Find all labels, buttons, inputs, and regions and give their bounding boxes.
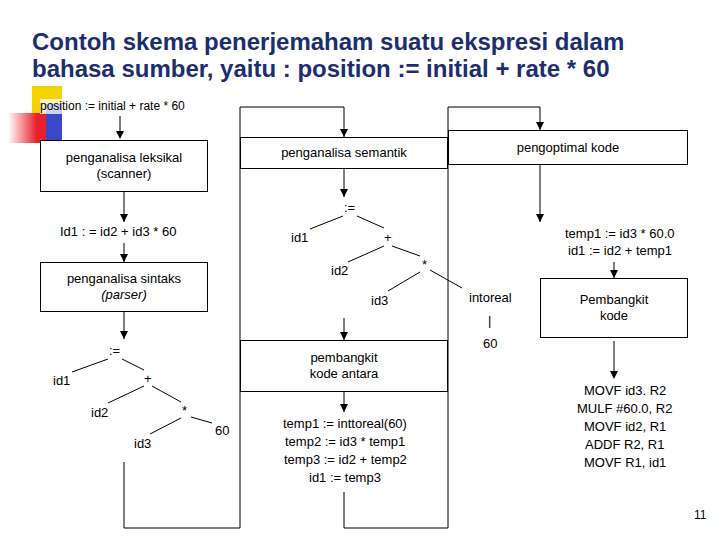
process-box: penganalisa leksikal (scanner) xyxy=(40,140,208,192)
process-box: penganalisa sintaks(parser) xyxy=(40,262,208,312)
code-line: ADDF R2, R1 xyxy=(585,437,664,452)
tree-line xyxy=(348,246,384,262)
box-text: penganalisa leksikal (scanner) xyxy=(47,150,201,181)
code-line: id1 := id2 + temp1 xyxy=(568,243,672,258)
code-line: temp2 := id3 * temp1 xyxy=(285,434,405,449)
tree-label: + xyxy=(384,230,392,245)
tree-label: | xyxy=(488,313,491,328)
tree-label: * xyxy=(422,257,427,272)
tree-label: intoreal xyxy=(469,290,512,305)
tree-label: := xyxy=(344,200,355,215)
tree-label: + xyxy=(144,371,152,386)
tree-line xyxy=(310,216,343,229)
box-text: pengoptimal kode xyxy=(517,140,620,156)
tree-label: 60 xyxy=(483,336,497,351)
code-line: MOVF R1, id1 xyxy=(584,455,666,470)
process-box: pembangkit kode antara xyxy=(240,340,448,392)
flow-connector xyxy=(536,165,618,278)
code-line: temp3 := id2 + temp2 xyxy=(284,452,407,467)
code-line: MULF #60.0, R2 xyxy=(577,401,672,416)
flow-arrow xyxy=(614,341,615,372)
tree-line xyxy=(430,270,462,288)
box-text: penganalisa semantik xyxy=(281,145,407,161)
tree-label: id3 xyxy=(371,293,388,308)
box-text: pembangkit kode antara xyxy=(299,350,389,381)
code-line: temp1 := inttoreal(60) xyxy=(283,416,407,431)
box-text: Pembangkit kode xyxy=(572,292,657,323)
code-line: MOVF id3. R2 xyxy=(584,383,666,398)
tree-line xyxy=(357,216,384,228)
slide-title: Contoh skema penerjemaham suatu ekspresi… xyxy=(32,28,657,82)
process-box: Pembangkit kode xyxy=(540,278,688,338)
page-number: 11 xyxy=(694,508,706,523)
process-box: pengoptimal kode xyxy=(448,130,688,165)
tree-line xyxy=(72,359,108,372)
tree-line xyxy=(152,386,181,402)
code-line: temp1 := id3 * 60.0 xyxy=(565,226,675,241)
box-text: (parser) xyxy=(101,287,147,303)
code-line: MOVF id2, R1 xyxy=(584,419,666,434)
tree-label: * xyxy=(182,403,187,418)
arrow-head xyxy=(610,371,618,379)
tree-label: 60 xyxy=(215,423,229,438)
box-text: penganalisa sintaks xyxy=(67,271,181,287)
tree-line xyxy=(108,386,144,403)
tree-label: := xyxy=(109,343,120,358)
process-box: penganalisa semantik xyxy=(240,137,448,169)
source-expression: position := initial + rate * 60 xyxy=(40,99,185,114)
tree-line xyxy=(191,417,212,423)
tree-line xyxy=(150,418,181,434)
tree-label: id1 xyxy=(291,230,308,245)
tree-label: id1 xyxy=(53,373,70,388)
tree-line xyxy=(122,359,144,370)
tree-label: id2 xyxy=(91,405,108,420)
tree-label: id3 xyxy=(134,436,151,451)
token-stream: Id1 : = id2 + id3 * 60 xyxy=(60,224,176,239)
arrow-head xyxy=(116,131,124,139)
flow-arrow xyxy=(120,116,121,132)
tree-label: id2 xyxy=(331,263,348,278)
code-line: id1 := temp3 xyxy=(309,470,381,485)
connector-line xyxy=(540,165,614,278)
flow-connector xyxy=(340,169,348,340)
tree-line xyxy=(392,246,420,256)
tree-line xyxy=(388,272,420,291)
